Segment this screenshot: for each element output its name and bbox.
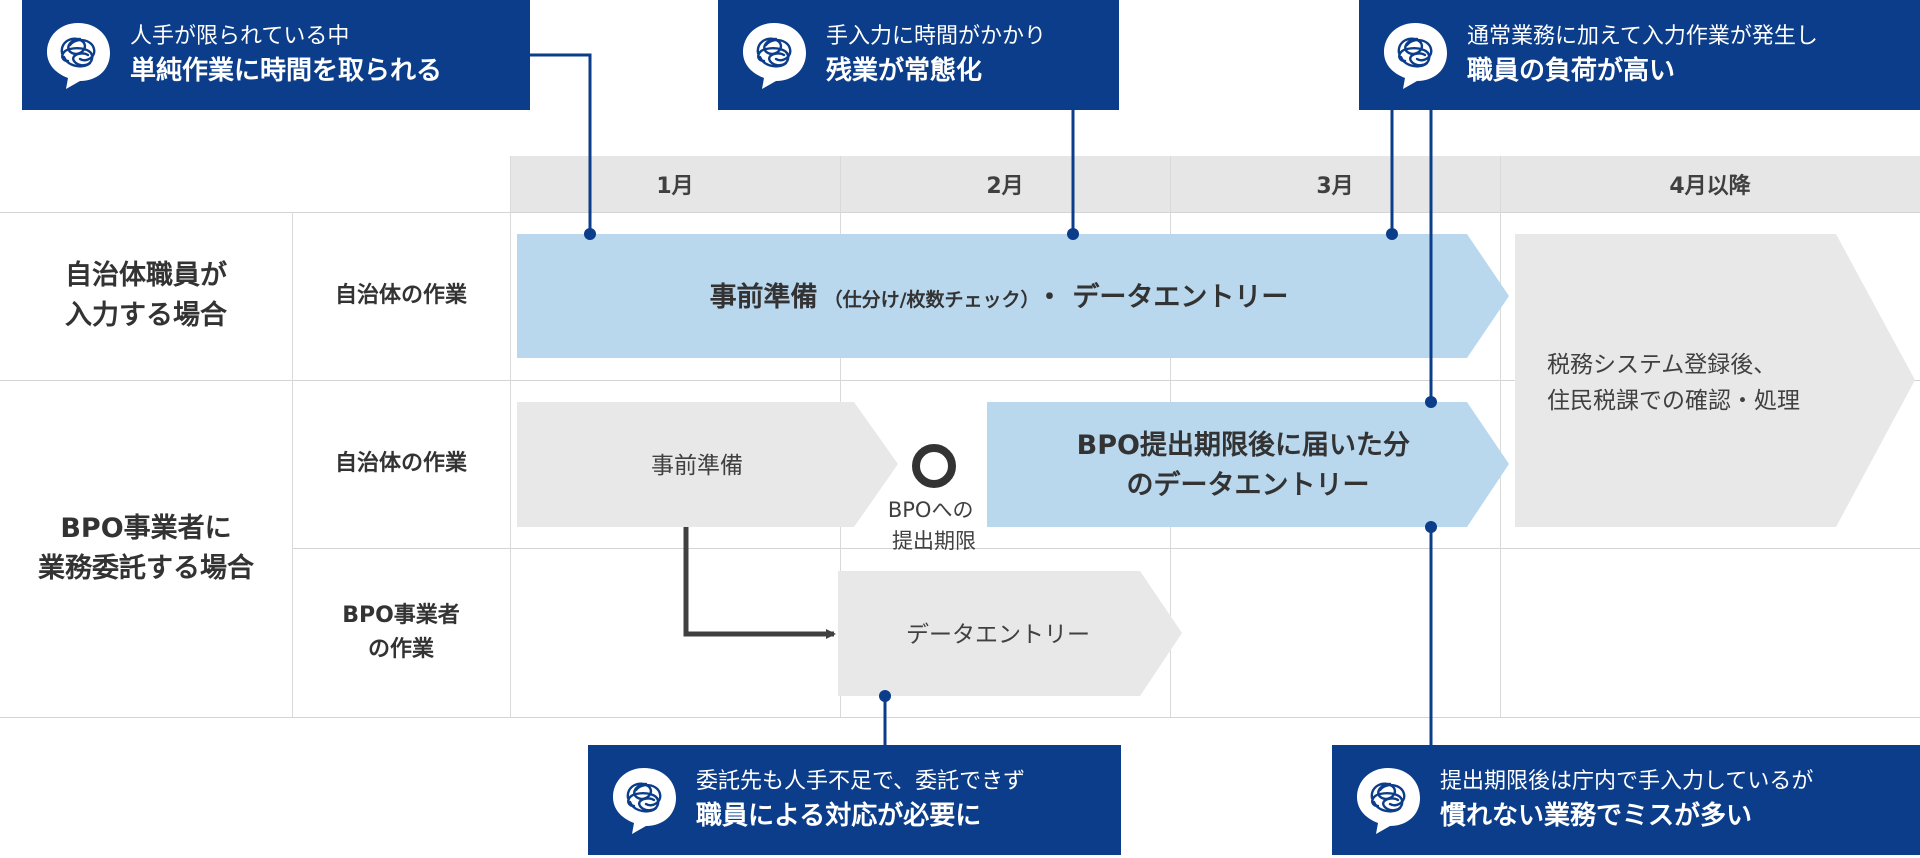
month-label-apr-later: 4月以降 bbox=[1669, 174, 1751, 199]
prep-entry-bar bbox=[517, 234, 1509, 358]
callout-limited-staff: 人手が限られている中 単純作業に時間を取られる bbox=[22, 0, 530, 110]
callout-line-2: 残業が常態化 bbox=[826, 56, 983, 86]
row-task-municipal: 自治体の作業 bbox=[334, 283, 467, 308]
milestone-line-1: BPOへの bbox=[888, 498, 974, 522]
callout-text: 通常業務に加えて入力作業が発生し 職員の負荷が高い bbox=[1467, 21, 1818, 89]
callout-line-2: 単純作業に時間を取られる bbox=[130, 56, 443, 86]
after-april-bar bbox=[1515, 234, 1915, 527]
late-entry-label: BPO提出期限後に届いた分 のデータエントリー bbox=[1077, 430, 1420, 501]
callout-line-2: 職員による対応が必要に bbox=[696, 801, 982, 831]
row-task-municipal: 自治体の作業 bbox=[334, 451, 467, 476]
connector-dot bbox=[1425, 521, 1437, 533]
late-entry-line-2: のデータエントリー bbox=[1127, 469, 1370, 501]
tangled-thought-icon bbox=[1357, 768, 1420, 834]
milestone-label: BPOへの 提出期限 bbox=[888, 498, 980, 553]
month-label-mar: 3月 bbox=[1316, 174, 1354, 199]
connector-dot bbox=[1425, 396, 1437, 408]
callout-text: 人手が限られている中 単純作業に時間を取られる bbox=[130, 21, 442, 89]
callout-line-1: 通常業務に加えて入力作業が発生し bbox=[1467, 24, 1818, 49]
bpo-entry-bar bbox=[838, 571, 1182, 696]
prep-sub-text: （仕分け/枚数チェック） bbox=[824, 288, 1030, 311]
grid-line bbox=[0, 212, 1920, 213]
connector-dot bbox=[1067, 228, 1079, 240]
month-label-jan: 1月 bbox=[656, 174, 694, 199]
prep-short-bar bbox=[517, 402, 898, 527]
month-header-band bbox=[510, 156, 1920, 212]
late-entry-line-1: BPO提出期限後に届いた分 bbox=[1077, 430, 1410, 461]
connector-dot bbox=[584, 228, 596, 240]
row-task-bpo: BPO事業者 の作業 bbox=[342, 602, 460, 662]
callout-no-outsourcing: 委託先も人手不足で、委託できず 職員による対応が必要に bbox=[588, 745, 1121, 855]
tangled-thought-icon bbox=[613, 768, 676, 834]
grid-line bbox=[510, 156, 511, 717]
late-entry-bar bbox=[987, 402, 1509, 527]
grid-line bbox=[292, 212, 293, 717]
callout-text: 委託先も人手不足で、委託できず 職員による対応が必要に bbox=[696, 766, 1025, 834]
grid-line bbox=[0, 717, 1920, 718]
callout-line-2: 職員の負荷が高い bbox=[1467, 56, 1676, 86]
callout-overtime: 手入力に時間がかかり 残業が常態化 bbox=[718, 0, 1119, 110]
grid-line bbox=[0, 380, 1920, 381]
tangled-thought-icon bbox=[47, 23, 110, 89]
handoff-arrow bbox=[683, 527, 836, 639]
after-april-label: 税務システム登録後、 住民税課での確認・処理 bbox=[1547, 352, 1800, 414]
month-label-feb: 2月 bbox=[986, 174, 1024, 199]
prep-tail-text: ・ データエントリー bbox=[1036, 281, 1288, 313]
connector-dot bbox=[1386, 228, 1398, 240]
prep-main-text: 事前準備 bbox=[710, 281, 818, 313]
tangled-thought-icon bbox=[1384, 23, 1447, 89]
connector-line bbox=[530, 53, 592, 234]
callout-line-2: 慣れない業務でミスが多い bbox=[1440, 801, 1753, 831]
callout-line-1: 人手が限られている中 bbox=[130, 24, 350, 49]
tangled-thought-icon bbox=[743, 23, 806, 89]
callout-line-1: 提出期限後は庁内で手入力しているが bbox=[1440, 769, 1814, 794]
prep-entry-label: 事前準備 （仕分け/枚数チェック） ・ データエントリー bbox=[710, 281, 1289, 313]
deadline-milestone-marker bbox=[912, 444, 956, 488]
prep-short-label: 事前準備 bbox=[651, 453, 743, 479]
callout-text: 提出期限後は庁内で手入力しているが 慣れない業務でミスが多い bbox=[1440, 766, 1813, 834]
callout-frequent-errors: 提出期限後は庁内で手入力しているが 慣れない業務でミスが多い bbox=[1332, 745, 1920, 855]
bpo-entry-label: データエントリー bbox=[906, 622, 1090, 648]
callout-text: 手入力に時間がかかり 残業が常態化 bbox=[826, 21, 1046, 89]
callout-line-1: 手入力に時間がかかり bbox=[826, 24, 1047, 49]
after-line-2: 住民税課での確認・処理 bbox=[1547, 388, 1800, 414]
connector-dot bbox=[879, 690, 891, 702]
after-line-1: 税務システム登録後、 bbox=[1547, 352, 1776, 378]
row-group-staff-input: 自治体職員が 入力する場合 bbox=[65, 260, 227, 331]
callout-line-1: 委託先も人手不足で、委託できず bbox=[696, 769, 1026, 794]
grid-line bbox=[292, 548, 1920, 549]
callout-staff-burden: 通常業務に加えて入力作業が発生し 職員の負荷が高い bbox=[1359, 0, 1920, 110]
milestone-line-2: 提出期限 bbox=[892, 529, 976, 553]
row-group-bpo-outsourcing: BPO事業者に 業務委託する場合 bbox=[38, 512, 254, 584]
grid-line bbox=[1500, 156, 1501, 717]
